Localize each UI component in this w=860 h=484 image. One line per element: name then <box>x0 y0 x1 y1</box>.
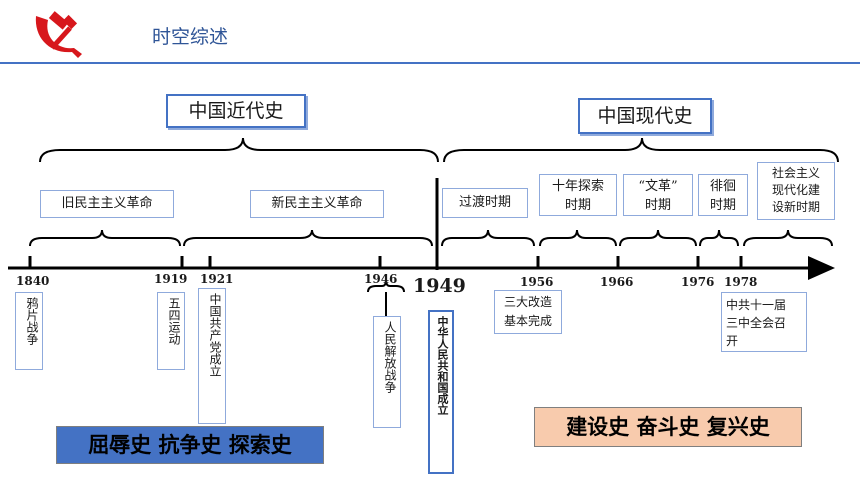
event-prc-founded: 中华人民共和国成立 <box>428 310 454 474</box>
page-title: 时空综述 <box>152 26 229 48</box>
period-old-democratic: 旧民主主义革命 <box>40 190 174 218</box>
header-divider <box>0 62 860 64</box>
period-new-democratic: 新民主主义革命 <box>250 190 384 218</box>
period-cultural: “文革” 时期 <box>623 174 693 216</box>
event-reform-line2: 基本完成 <box>503 314 552 328</box>
period-wandering: 徘徊 时期 <box>698 174 748 216</box>
event-liberation-war: 人民解放战争 <box>373 316 401 428</box>
event-third-plenum: 中共十一届 三中全会召 开 <box>721 292 807 352</box>
year-1978: 1978 <box>724 275 758 289</box>
period-wandering-line2: 时期 <box>709 198 736 213</box>
period-socialist-line3: 设新时期 <box>771 200 820 214</box>
contemporary-era-brace <box>443 137 839 163</box>
ten-years-brace <box>539 229 617 247</box>
year-1840: 1840 <box>16 274 50 288</box>
period-cultural-line1: “文革” <box>638 179 678 194</box>
event-plenum-line3: 开 <box>726 334 739 348</box>
event-opium-war: 鸦片战争 <box>15 292 43 370</box>
wandering-brace <box>699 229 739 247</box>
year-1976: 1976 <box>681 275 715 289</box>
event-reform-complete: 三大改造 基本完成 <box>494 290 562 334</box>
event-may-fourth: 五四运动 <box>157 292 185 370</box>
period-socialist: 社会主义 现代化建 设新时期 <box>757 162 835 220</box>
period-ten-years-line2: 时期 <box>564 198 591 213</box>
event-ccp-founded: 中国共产党成立 <box>198 288 226 424</box>
old-democratic-brace <box>29 229 181 247</box>
period-socialist-line1: 社会主义 <box>771 166 820 180</box>
period-wandering-line1: 徘徊 <box>709 179 736 194</box>
contemporary-era-title: 中国现代史 <box>578 98 712 134</box>
event-plenum-line1: 中共十一届 <box>726 298 787 312</box>
new-democratic-brace <box>183 229 433 247</box>
period-ten-years-line1: 十年探索 <box>551 179 604 194</box>
socialist-brace <box>743 229 833 247</box>
event-reform-line1: 三大改造 <box>503 295 552 309</box>
period-socialist-line2: 现代化建 <box>771 183 820 197</box>
period-ten-years: 十年探索 时期 <box>539 174 617 216</box>
event-plenum-line2: 三中全会召 <box>726 316 787 330</box>
year-1956: 1956 <box>520 275 554 289</box>
year-1919: 1919 <box>154 272 188 286</box>
transition-brace <box>441 229 535 247</box>
period-transition: 过渡时期 <box>442 188 528 218</box>
liberation-war-brace <box>367 279 405 293</box>
party-emblem-icon <box>28 8 84 60</box>
period-cultural-line2: 时期 <box>644 198 671 213</box>
modern-era-title: 中国近代史 <box>166 94 306 128</box>
summary-right: 建设史 奋斗史 复兴史 <box>534 407 802 447</box>
year-1949: 1949 <box>413 275 466 297</box>
modern-era-brace <box>39 137 439 163</box>
summary-left: 屈辱史 抗争史 探索史 <box>56 426 324 464</box>
year-1921: 1921 <box>200 272 234 286</box>
year-1966: 1966 <box>600 275 634 289</box>
cultural-brace <box>619 229 697 247</box>
year-1946: 1946 <box>364 272 398 286</box>
